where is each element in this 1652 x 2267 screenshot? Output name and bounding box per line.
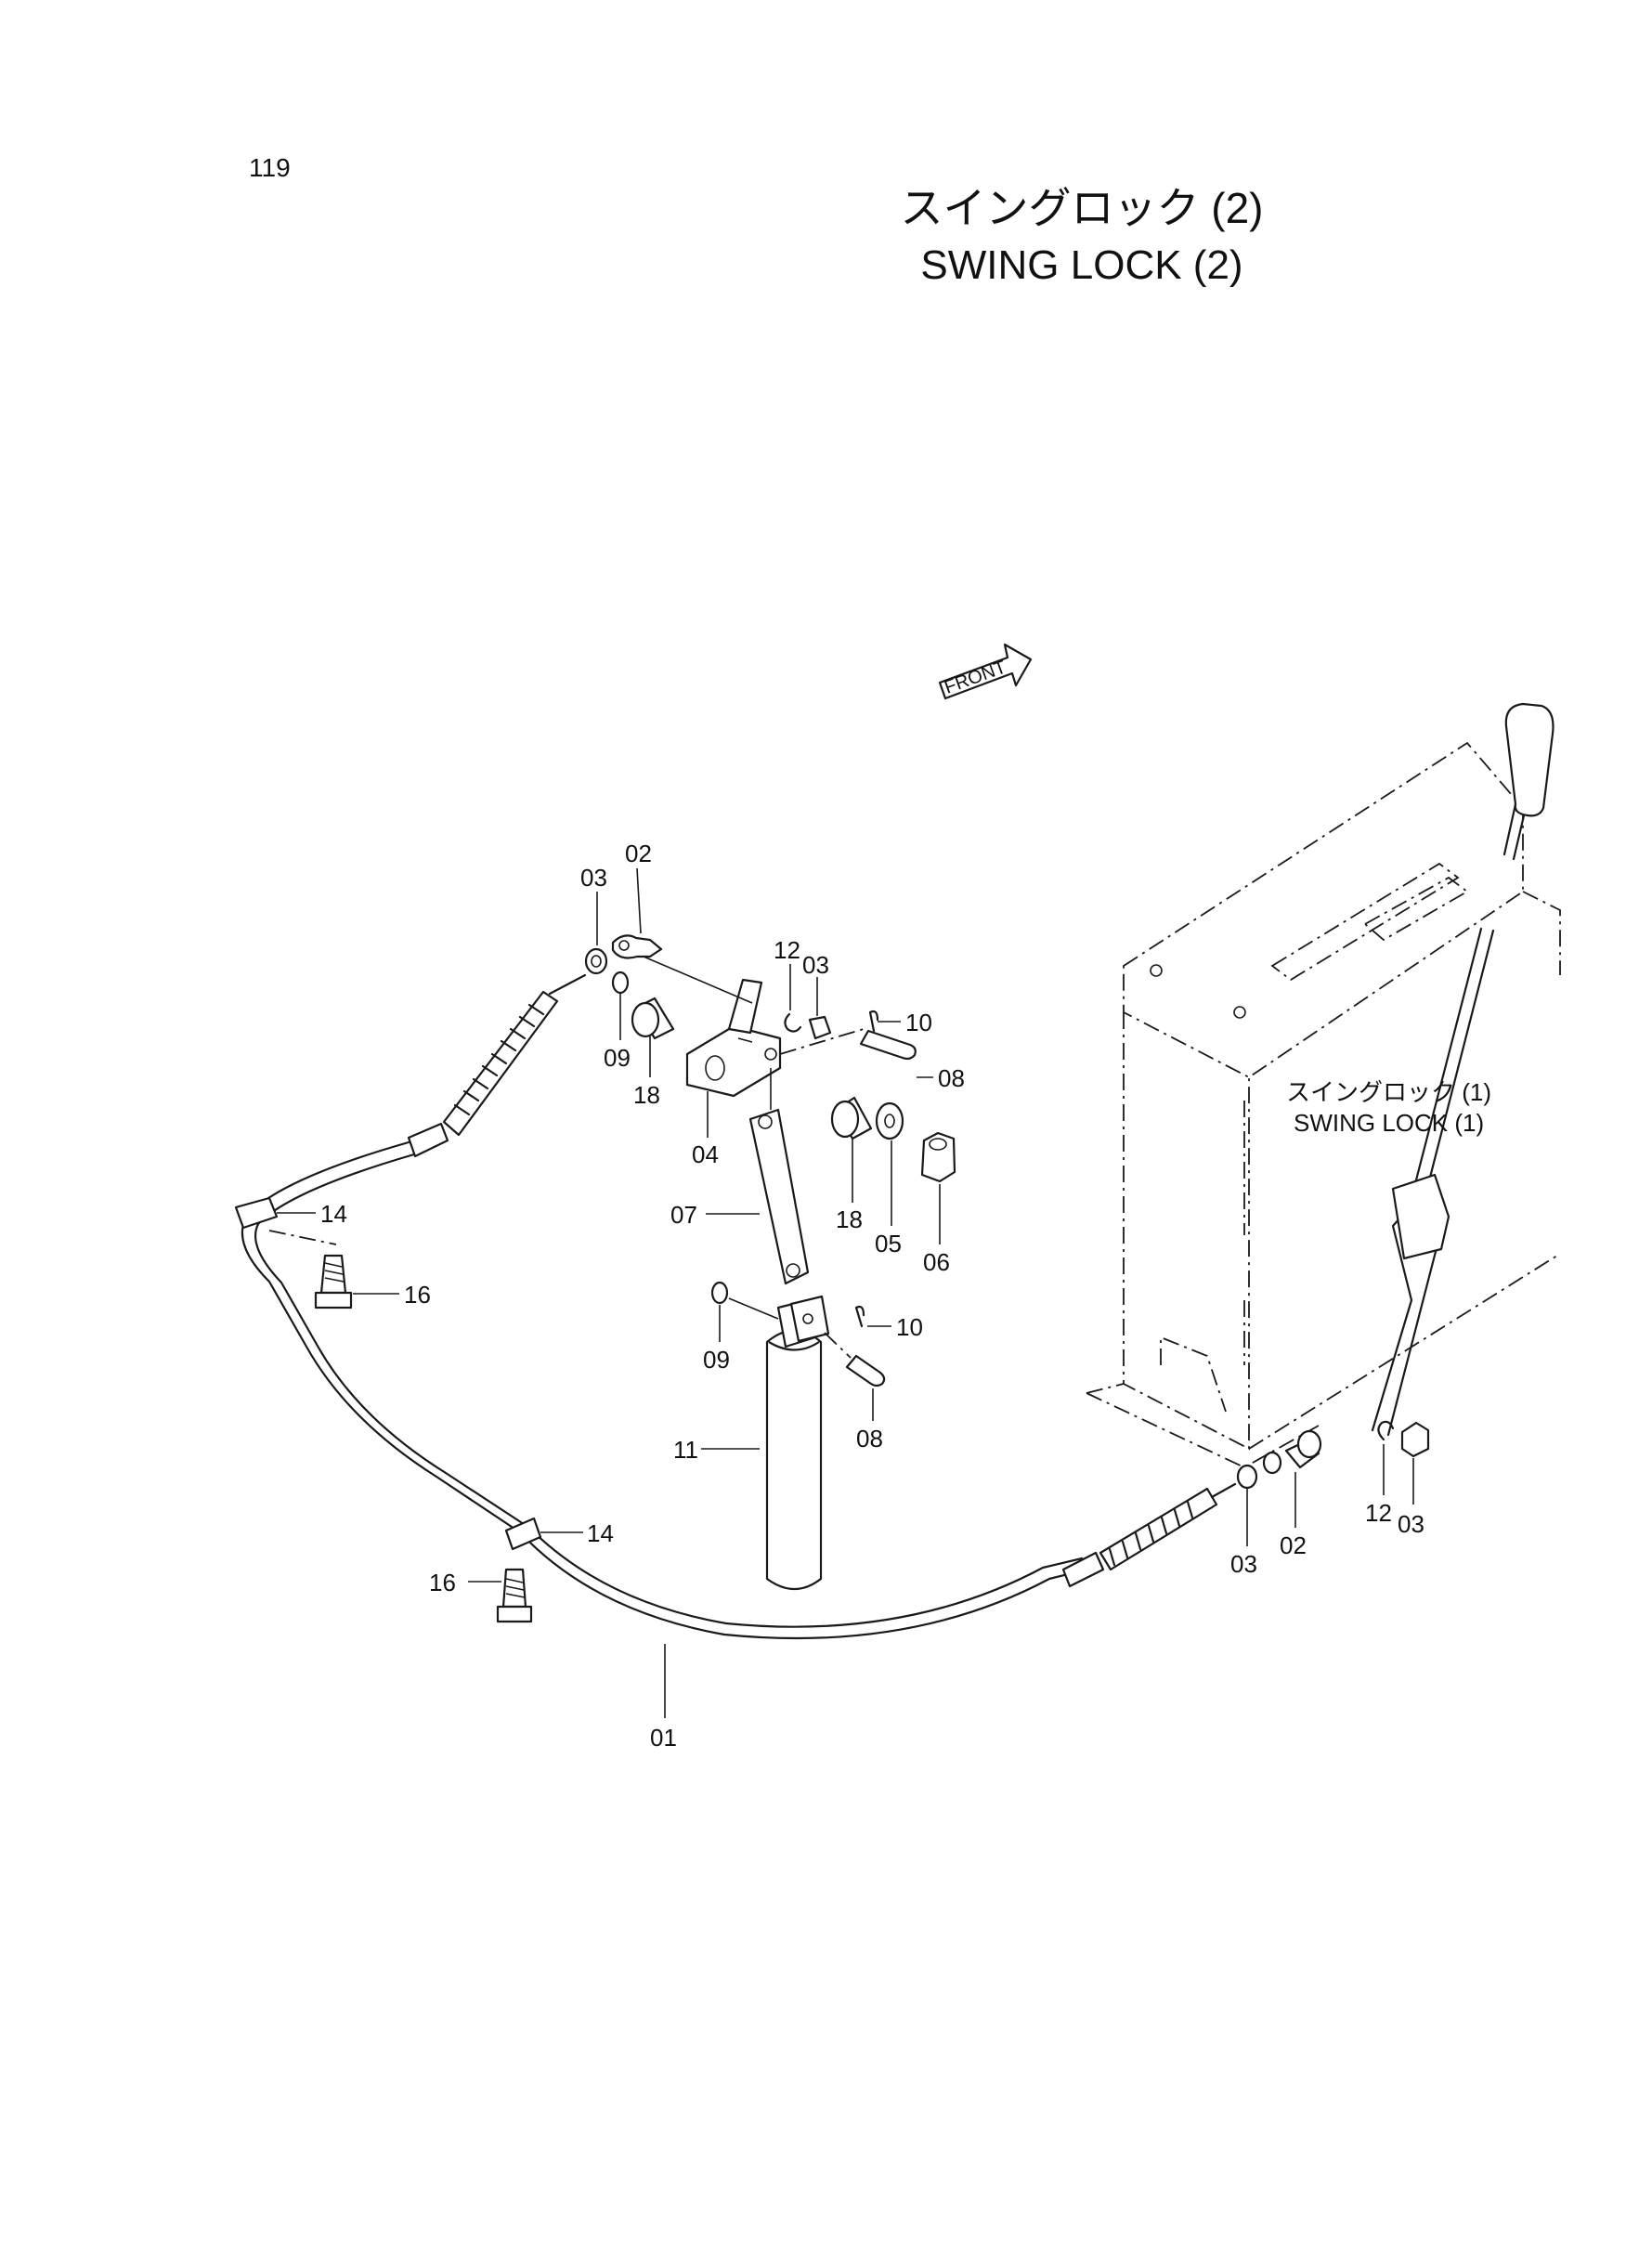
callout-03: 03 xyxy=(1230,1550,1257,1578)
callout-18: 18 xyxy=(836,1205,863,1233)
washer-09-upper xyxy=(611,971,630,995)
nut-03-lower-left xyxy=(1236,1464,1258,1490)
lever-04 xyxy=(685,978,865,1098)
link-07 xyxy=(748,1108,810,1285)
nut-03-center xyxy=(808,1015,832,1040)
callout-08: 08 xyxy=(856,1425,883,1453)
washer-09-lower xyxy=(710,1281,729,1305)
callout-16: 16 xyxy=(429,1569,456,1596)
callout-01: 01 xyxy=(650,1724,677,1752)
operator-console: スイングロック (1) SWING LOCK (1) xyxy=(1086,702,1561,1469)
nut-03-lower-right xyxy=(1400,1421,1430,1458)
title-japanese: スイングロック (2) xyxy=(901,184,1264,232)
bushing-18-upper xyxy=(631,997,675,1040)
bushing-18-lower xyxy=(830,1096,873,1140)
console-label-english: SWING LOCK (1) xyxy=(1294,1109,1484,1137)
cable-clamp-upper xyxy=(234,1196,279,1230)
callout-06: 06 xyxy=(923,1248,950,1276)
callout-labels: 03 02 12 03 10 08 09 18 04 07 18 05 06 1… xyxy=(320,840,1424,1752)
callout-10: 10 xyxy=(905,1009,932,1036)
snap-ring-12-lower xyxy=(1377,1420,1395,1441)
callout-03: 03 xyxy=(580,864,607,892)
front-arrow-icon: FRONT xyxy=(938,643,1033,700)
callout-03: 03 xyxy=(1398,1510,1424,1538)
callout-14: 14 xyxy=(320,1200,347,1228)
callout-08: 08 xyxy=(938,1064,965,1092)
nut-03-lower-right-small xyxy=(1262,1451,1282,1475)
pin-08-upper xyxy=(859,1029,917,1061)
bolt-upper xyxy=(314,1254,353,1309)
title-english: SWING LOCK (2) xyxy=(920,242,1242,288)
callout-07: 07 xyxy=(670,1201,697,1229)
bolt-lower xyxy=(496,1568,533,1623)
cylinder-11 xyxy=(765,1295,830,1590)
callout-14: 14 xyxy=(587,1519,614,1547)
nut-06 xyxy=(920,1131,956,1183)
washer-05 xyxy=(875,1101,904,1140)
pin-08-lower xyxy=(824,1332,886,1388)
callout-11: 11 xyxy=(673,1436,698,1464)
rod-end-02-upper xyxy=(611,934,663,959)
cotter-pin-10-lower xyxy=(854,1305,865,1328)
callout-18: 18 xyxy=(633,1081,660,1109)
callout-12: 12 xyxy=(1365,1499,1392,1527)
callout-04: 04 xyxy=(692,1140,719,1168)
nut-03-upper xyxy=(584,947,608,975)
leader-lines xyxy=(268,867,1414,1718)
rod-end-02-lower xyxy=(1284,1429,1322,1469)
front-label: FRONT xyxy=(942,657,1008,697)
snap-ring-12-upper xyxy=(784,1012,802,1033)
callout-02: 02 xyxy=(625,840,652,867)
callout-09: 09 xyxy=(604,1044,631,1072)
cable-clamp-lower xyxy=(504,1517,542,1551)
callout-10: 10 xyxy=(896,1313,923,1341)
callout-16: 16 xyxy=(404,1281,431,1309)
page-number: 119 xyxy=(249,153,291,182)
callout-03: 03 xyxy=(802,951,829,979)
callout-12: 12 xyxy=(774,936,800,964)
callout-09: 09 xyxy=(703,1346,730,1374)
callout-02: 02 xyxy=(1280,1531,1307,1559)
cotter-pin-10-upper xyxy=(868,1010,879,1033)
callout-05: 05 xyxy=(875,1230,902,1257)
control-cable xyxy=(241,973,1237,1640)
console-label-japanese: スイングロック (1) xyxy=(1286,1078,1491,1106)
